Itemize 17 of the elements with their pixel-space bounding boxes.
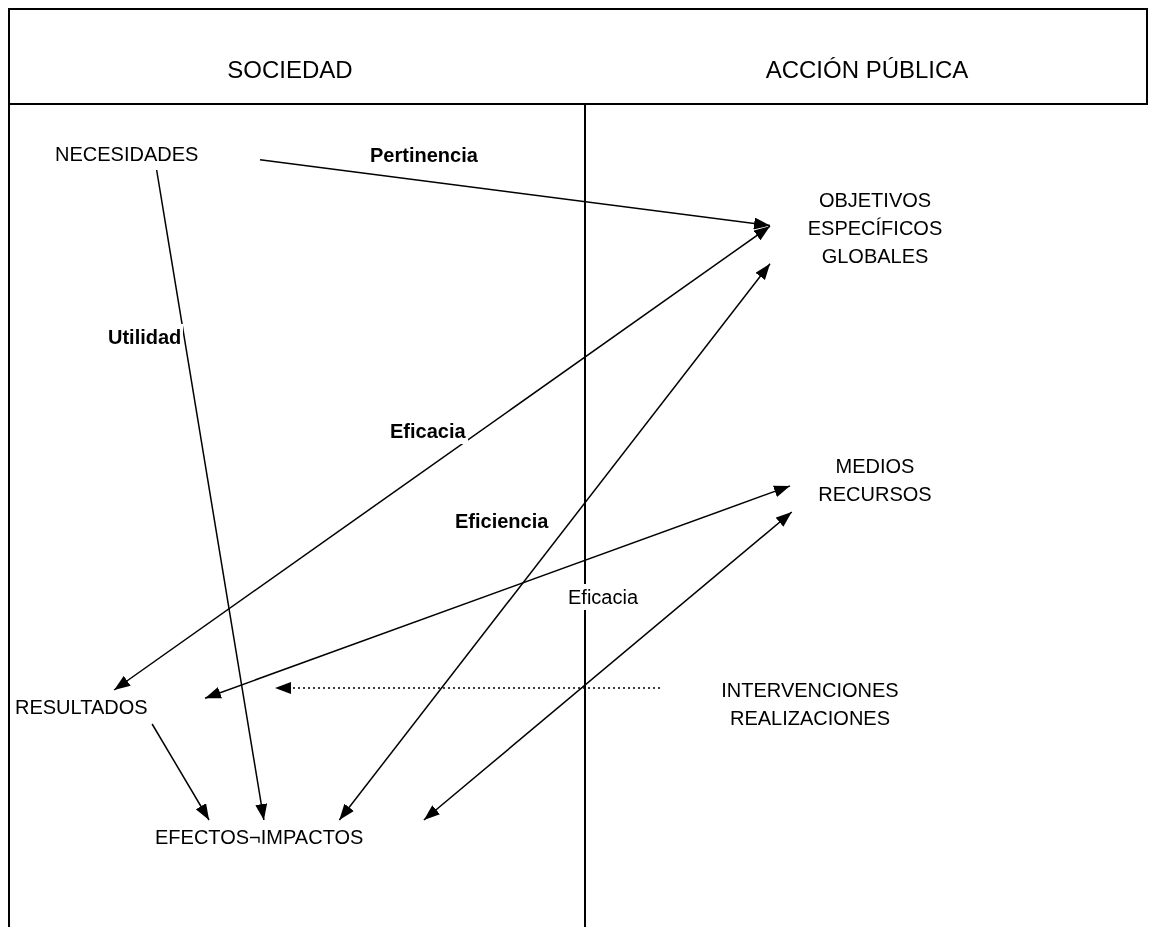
column-header: SOCIEDAD — [227, 56, 353, 83]
node-text: RESULTADOS — [15, 690, 205, 724]
arrow — [113, 225, 771, 691]
arrow — [423, 511, 793, 821]
edge-label: Eficacia — [566, 584, 641, 610]
node-text: NECESIDADES — [55, 138, 260, 170]
arrow — [338, 263, 771, 821]
arrow — [259, 159, 771, 230]
arrow — [151, 723, 210, 821]
node-text: INTERVENCIONES REALIZACIONES — [660, 672, 960, 736]
node-text: OBJETIVOS ESPECÍFICOS GLOBALES — [770, 180, 980, 276]
arrow — [204, 485, 791, 699]
arrow — [155, 169, 268, 821]
node-text: MEDIOS RECURSOS — [790, 448, 960, 512]
node-text: EFECTOS¬IMPACTOS — [155, 820, 445, 854]
column-header: ACCIÓN PÚBLICA — [765, 56, 969, 83]
arrow — [274, 682, 661, 694]
